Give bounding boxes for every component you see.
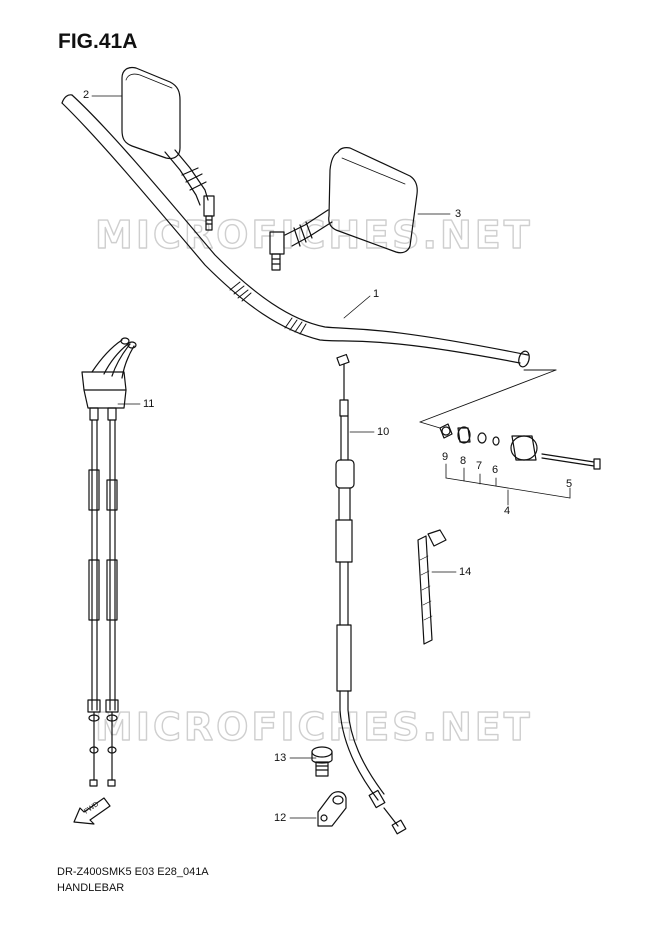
reference-line (419, 369, 557, 429)
diagram-caption: HANDLEBAR (57, 882, 125, 894)
throttle-cable-part (81, 337, 137, 787)
leader-lines (91, 95, 571, 819)
clutch-cable-part (335, 353, 407, 835)
model-code: DR-Z400SMK5 E03 E28_041A (57, 866, 209, 878)
callout-4: 4 (504, 505, 511, 517)
callout-13: 13 (274, 752, 287, 764)
callout-6: 6 (492, 464, 499, 476)
callout-2: 2 (83, 89, 90, 101)
handlebar-part (61, 94, 530, 368)
right-mirror-part (269, 147, 418, 271)
callout-14: 14 (459, 566, 472, 578)
callout-12: 12 (274, 812, 287, 824)
balancer-assy-part (439, 423, 601, 470)
callout-1: 1 (373, 288, 380, 300)
callout-7: 7 (476, 460, 483, 472)
fwd-arrow: FWD (73, 797, 111, 825)
bolt-part (311, 746, 333, 777)
callout-11: 11 (143, 398, 155, 410)
callout-10: 10 (377, 426, 390, 438)
cable-tie-part (417, 529, 447, 645)
callout-9: 9 (442, 451, 449, 463)
left-mirror-part (121, 66, 215, 231)
figure-title: FIG.41A (58, 30, 138, 53)
callout-8: 8 (460, 455, 467, 467)
callout-5: 5 (566, 478, 573, 490)
callout-3: 3 (455, 208, 462, 220)
watermark-bottom: MICROFICHES.NET (95, 705, 533, 749)
clamp-part (317, 791, 347, 827)
